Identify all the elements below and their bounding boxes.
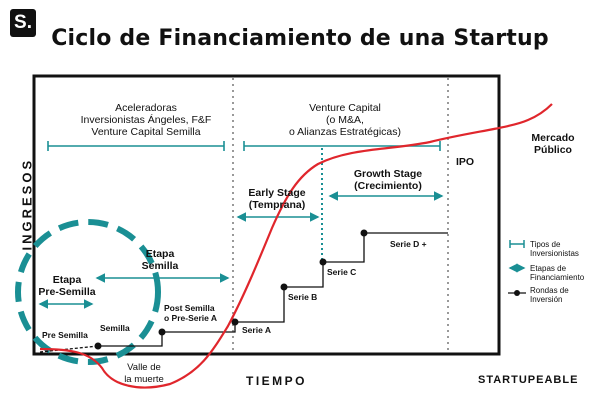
round-dot-series-d [360,229,368,237]
highlight-circle [15,219,161,365]
y-axis-label: INGRESOS [19,157,35,251]
logo-letter: S. [14,12,32,33]
stage-label-early: Early Stage(Temprana) [248,187,306,211]
stage-label-growth: Growth Stage(Crecimiento) [353,168,423,192]
round-dot-series-a [231,318,239,326]
revenue-curve [39,103,553,389]
legend-round-icon [508,290,526,296]
stage-label-ipo: IPO [456,156,475,168]
round-label-seed: Semilla [100,323,130,333]
round-dot-series-b [280,283,288,291]
investor-types-late: Venture Capital(o M&A,o Alianzas Estraté… [288,102,402,138]
round-dot-seed [94,342,102,350]
diagram-title: Ciclo de Financiamiento de una Startup [51,26,549,51]
brand-label: STARTUPEABLE [478,374,579,386]
x-axis-label: TIEMPO [246,374,308,388]
round-label-pre-seed: Pre Semilla [42,330,88,340]
round-label-series-c: Serie C [327,267,357,277]
legend-investor-icon [509,240,525,248]
round-dots [94,229,368,350]
round-dot-series-c [319,258,327,266]
round-dot-post-seed [158,328,166,336]
investor-range-early [47,141,225,151]
round-label-series-a: Serie A [242,325,271,335]
round-label-series-d: Serie D + [390,239,427,249]
chart-frame [32,74,501,356]
round-label-series-b: Serie B [288,292,318,302]
startupeable-logo: S. [10,9,36,37]
